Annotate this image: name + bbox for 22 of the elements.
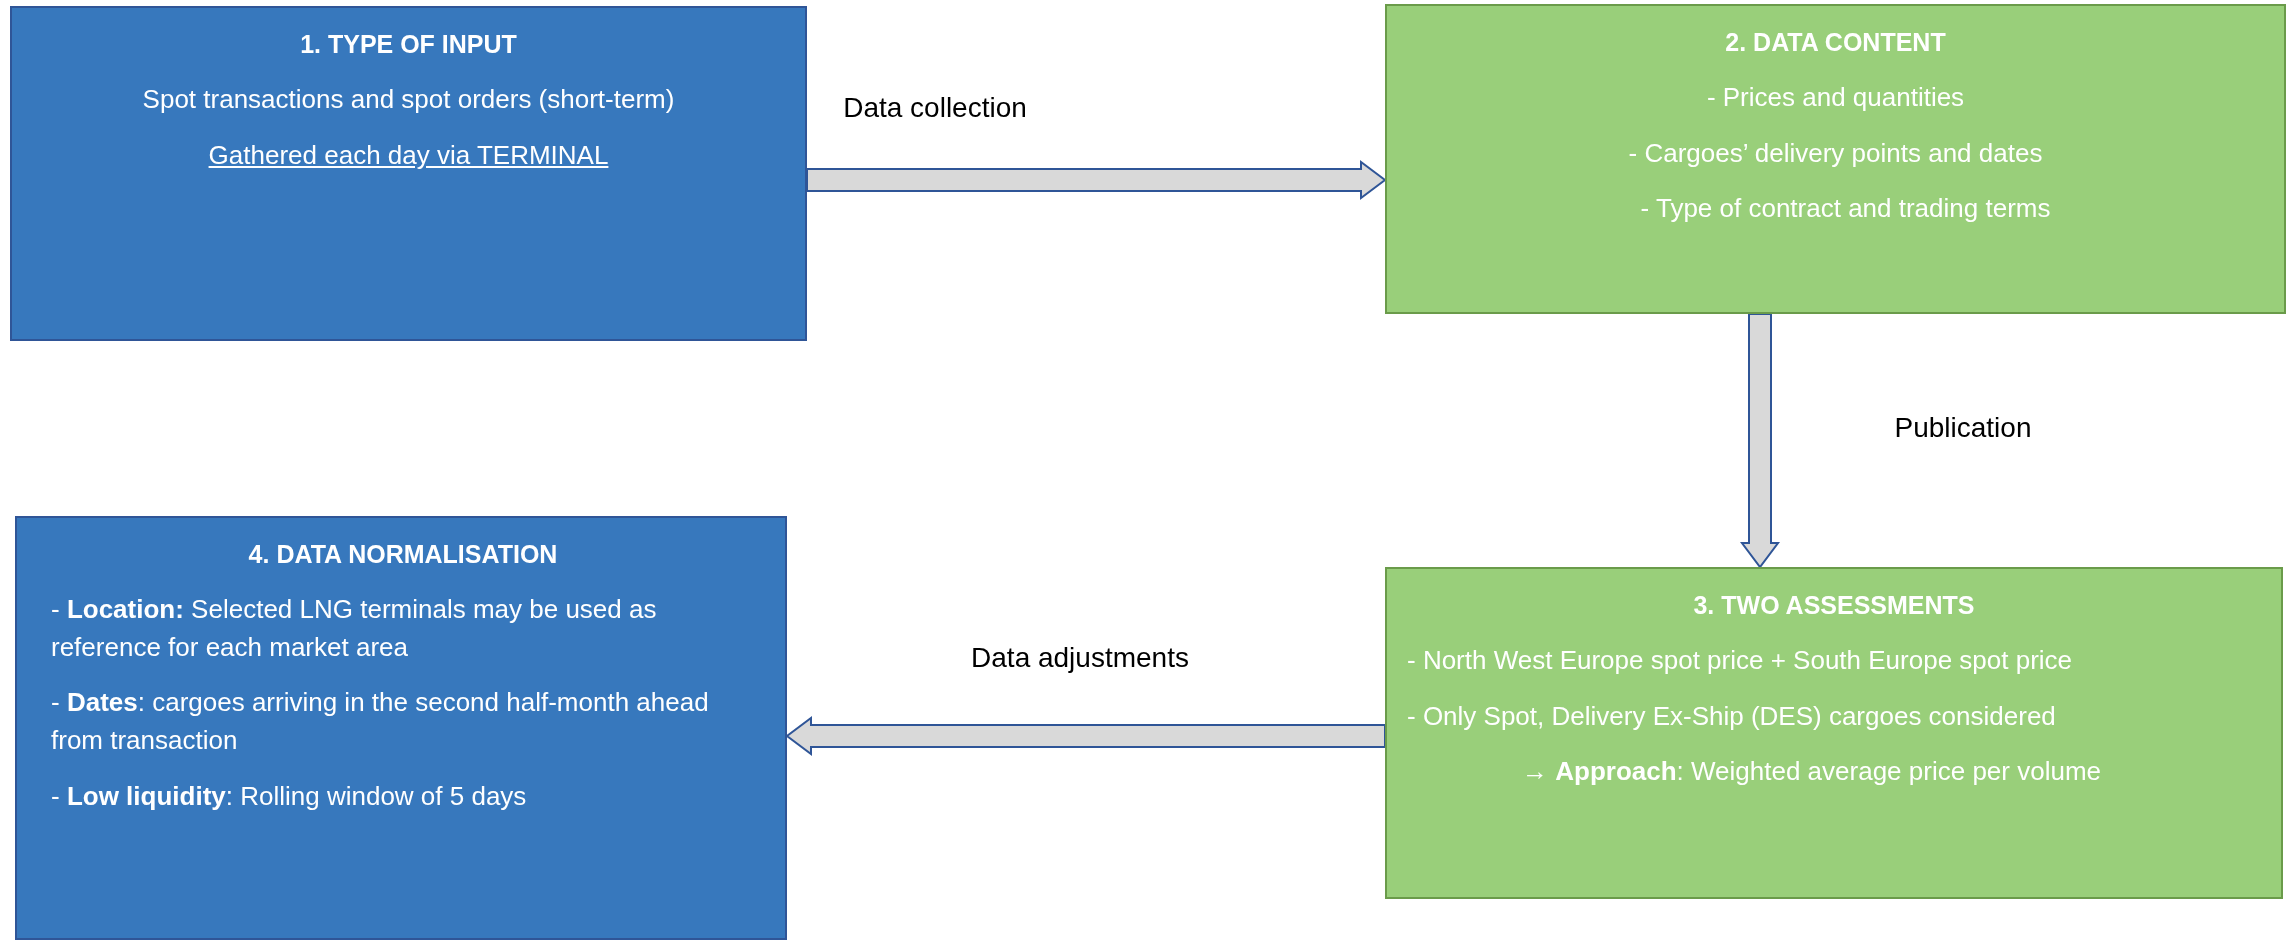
box-text: - Location: Selected LNG terminals may be used as reference for each market area [51, 593, 658, 664]
box-heading: 3. TWO ASSESSMENTS [1692, 591, 1976, 620]
box-heading: 1. TYPE OF INPUT [299, 30, 518, 59]
box-text: - Only Spot, Delivery Ex-Ship (DES) cargoes considered [1407, 699, 2057, 733]
process-box [10, 6, 807, 341]
box-text: - Low liquidity: Rolling window of 5 days [51, 779, 528, 813]
box-text: Gathered each day via TERMINAL [207, 138, 610, 172]
box-text: → Approach: Weighted average price per volume [1521, 755, 2102, 789]
box-text: - Prices and quantities [1705, 81, 1966, 114]
box-heading: 4. DATA NORMALISATION [247, 540, 559, 569]
process-box [1385, 4, 2286, 314]
box-text: - Cargoes’ delivery points and dates [1627, 136, 2044, 170]
box-heading: 2. DATA CONTENT [1724, 28, 1947, 57]
process-box [15, 516, 787, 940]
box-text: - North West Europe spot price + South Europe spot price [1407, 644, 2074, 677]
box-text: Spot transactions and spot orders (short-term) [141, 83, 676, 116]
process-box [1385, 567, 2283, 899]
box-text: - Dates: cargoes arriving in the second half-month ahead from transaction [51, 686, 710, 758]
block-arrow [806, 160, 1387, 200]
block-arrow [1740, 313, 1780, 569]
box-text: - Type of contract and trading terms [1639, 192, 2052, 226]
block-arrow [785, 716, 1386, 756]
